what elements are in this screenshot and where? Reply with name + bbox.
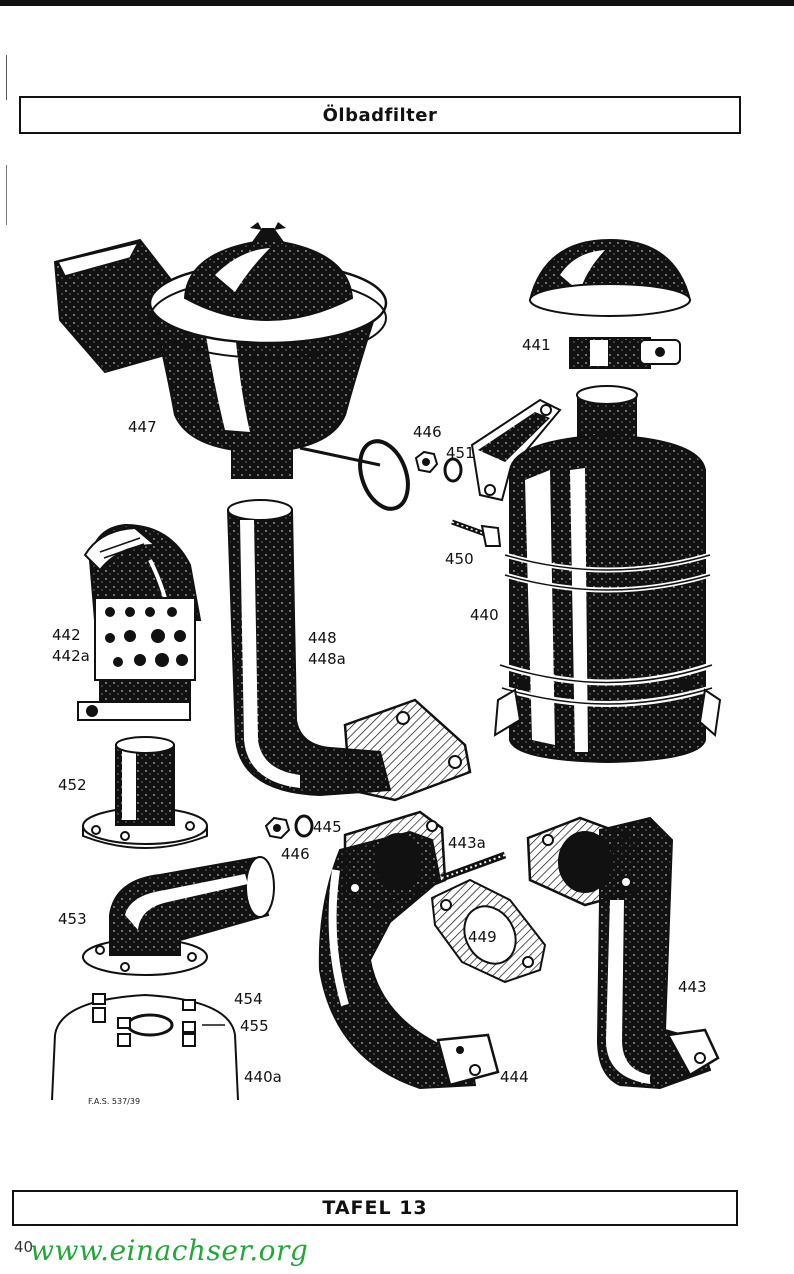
part-446-nut-lower: [264, 816, 291, 840]
label-442: 442: [52, 626, 81, 644]
part-444-manifold-pipe: [318, 810, 500, 1090]
label-445: 445: [313, 818, 342, 836]
label-440: 440: [470, 606, 499, 624]
label-440a: 440a: [244, 1068, 282, 1086]
part-446-nut: [414, 450, 439, 474]
label-447: 447: [128, 418, 157, 436]
part-441-cap: [528, 238, 692, 369]
label-446: 446: [413, 423, 442, 441]
label-454: 454: [234, 990, 263, 1008]
part-449-gasket: [430, 878, 547, 984]
label-443a: 443a: [448, 834, 486, 852]
part-445-washer: [294, 814, 314, 838]
label-444: 444: [500, 1068, 529, 1086]
label-451: 451: [446, 444, 475, 462]
label-442a: 442a: [52, 647, 90, 665]
label-450: 450: [445, 550, 474, 568]
page-title: Ölbadfilter: [19, 96, 741, 134]
fas-code: F.A.S. 537/39: [88, 1097, 140, 1106]
label-448a: 448a: [308, 650, 346, 668]
part-447-oil-bath-filter: [53, 222, 410, 511]
page-number: 40: [14, 1238, 34, 1256]
part-450-bolt: [451, 519, 502, 547]
label-446-lower: 446: [281, 845, 310, 863]
label-453: 453: [58, 910, 87, 928]
part-453-flanged-elbow: [82, 856, 275, 976]
part-452-flanged-sleeve: [82, 736, 208, 849]
label-455: 455: [240, 1017, 269, 1035]
label-449: 449: [468, 928, 497, 946]
plate-number: TAFEL 13: [12, 1190, 738, 1226]
part-440-filter-housing: [470, 385, 722, 764]
label-452: 452: [58, 776, 87, 794]
part-443-manifold-pipe: [526, 816, 720, 1090]
part-442-intake-cap: [77, 523, 202, 721]
top-rule: [0, 0, 794, 6]
label-441: 441: [522, 336, 551, 354]
part-448-elbow-pipe: [226, 499, 472, 802]
label-443: 443: [678, 978, 707, 996]
margin-line: [6, 55, 7, 100]
part-451-washer: [443, 457, 463, 483]
part-440a-housing-top: [51, 993, 239, 1101]
margin-line: [6, 165, 7, 225]
part-443a-stud: [440, 851, 507, 882]
watermark: www.einachser.org: [30, 1234, 309, 1267]
label-448: 448: [308, 629, 337, 647]
